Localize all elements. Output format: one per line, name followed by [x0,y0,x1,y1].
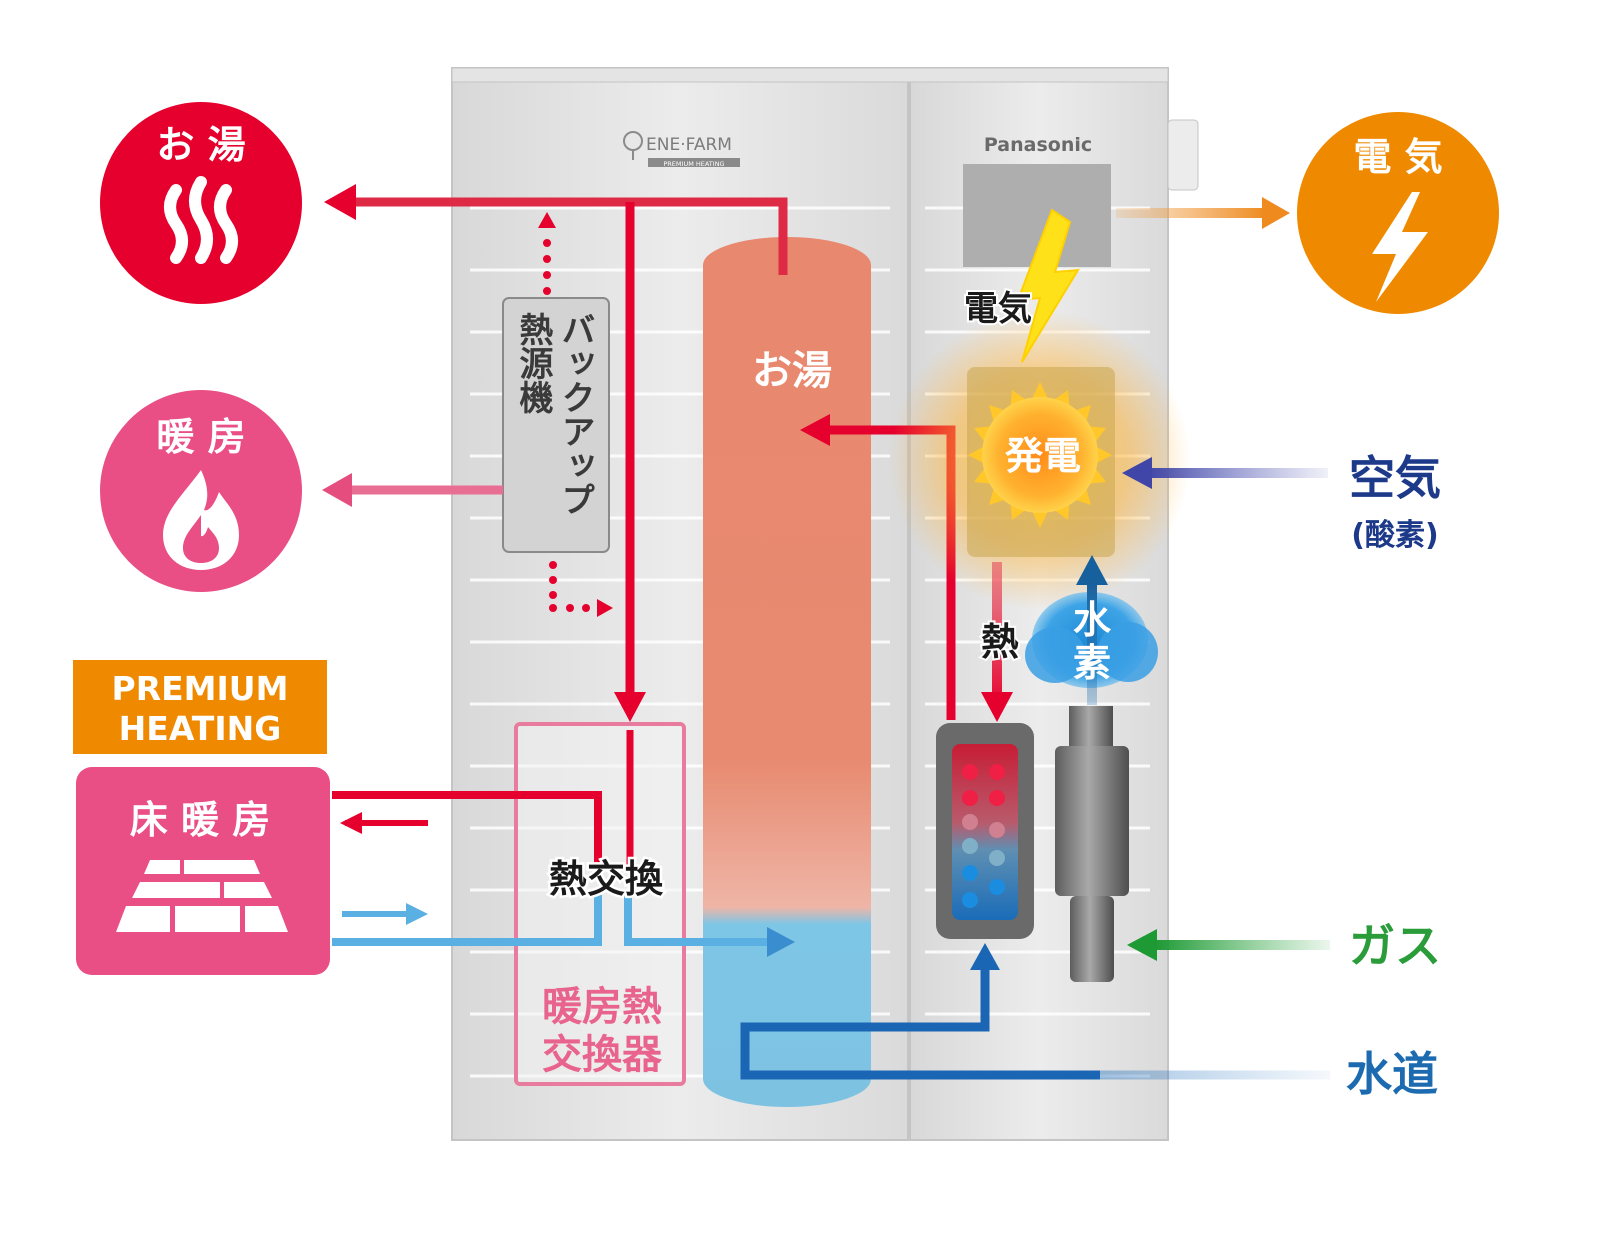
heating-out-arrow [322,473,352,507]
electricity-out-label: 電 気 [1353,135,1442,179]
logo-subtext: PREMIUM HEATING [663,160,724,168]
hot-water-label: お 湯 [156,123,245,167]
ene-farm-logo: ENE·FARM PREMIUM HEATING [623,131,740,168]
premium-line2: HEATING [119,709,282,748]
gas-reformer [1055,706,1129,982]
hot-water-down-arrow [614,692,646,722]
gas-in-arrow [1127,929,1157,961]
air-label: 空気 [1349,451,1441,505]
exchanger-label-line1: 暖房熱 [542,984,662,1030]
heat-recovery-arrow [800,414,830,446]
power-generation-burst [968,382,1112,528]
power-generation-label: 発電 [1005,434,1081,478]
electricity-output: 電 気 [1297,112,1499,314]
air-in-pipe [1148,468,1328,478]
backup-label-line1: バックアップ [555,312,595,516]
floor-heating-supply-pipe [332,791,602,870]
hydrogen-cloud [1025,592,1158,688]
tank-label: お湯 [752,348,832,394]
heating-output: 暖 房 [100,390,302,592]
heating-label: 暖 房 [156,415,245,459]
backup-heater-box [502,297,610,553]
floor-heating-label: 床 暖 房 [130,798,270,842]
lightning-bolt-icon [1016,208,1080,363]
air-sublabel: (酸素) [1351,518,1438,553]
hydrogen-label-2: 素 [1073,641,1111,685]
gas-label: ガス [1349,919,1441,973]
floor-heating-return-arrow [406,903,428,925]
hot-water-icon [164,176,238,264]
hot-water-tank [703,237,871,1107]
electricity-out-arrow [1262,197,1290,229]
heat-flow-arrow [981,692,1013,722]
heat-recovery-unit [936,723,1034,939]
exchanger-label-line2: 交換器 [542,1032,663,1078]
premium-heating-badge: PREMIUM HEATING [73,660,327,754]
tank-inflow-arrow [767,927,795,957]
floor-heating-return-pipes [332,895,770,946]
air-in-arrow [1122,457,1152,489]
floor-icon [116,860,288,932]
electricity-inner-label: 電気 [964,289,1032,329]
brand-name: Panasonic [984,134,1092,156]
hot-water-out-arrow [324,184,356,220]
heat-flow-pipe [992,562,1002,710]
backup-label-line2: 熱源機 [513,312,553,414]
heat-exchange-label: 熱交換 [549,857,664,901]
hydrogen-flow-arrow [1076,555,1108,585]
floor-heating-supply-arrow [340,812,362,834]
hydrogen-label-1: 水 [1073,598,1112,642]
hot-water-pipes [352,197,788,700]
lightning-icon [1372,192,1428,302]
gas-in-pipe [1155,940,1330,950]
electricity-out-pipe [1116,208,1266,218]
floor-heating-output: 床 暖 房 [76,767,330,975]
water-supply-arrow [970,943,1000,970]
hot-water-output: お 湯 [100,102,302,304]
backup-dotted-flow [538,212,613,617]
hydrogen-flow-pipe [1087,585,1097,705]
heat-label: 熱 [981,620,1019,664]
logo-text: ENE·FARM [646,135,732,155]
water-supply-label: 水道 [1346,1047,1438,1101]
water-supply-pipe [740,968,1100,1080]
premium-line1: PREMIUM [112,669,289,708]
flame-icon [163,470,239,570]
